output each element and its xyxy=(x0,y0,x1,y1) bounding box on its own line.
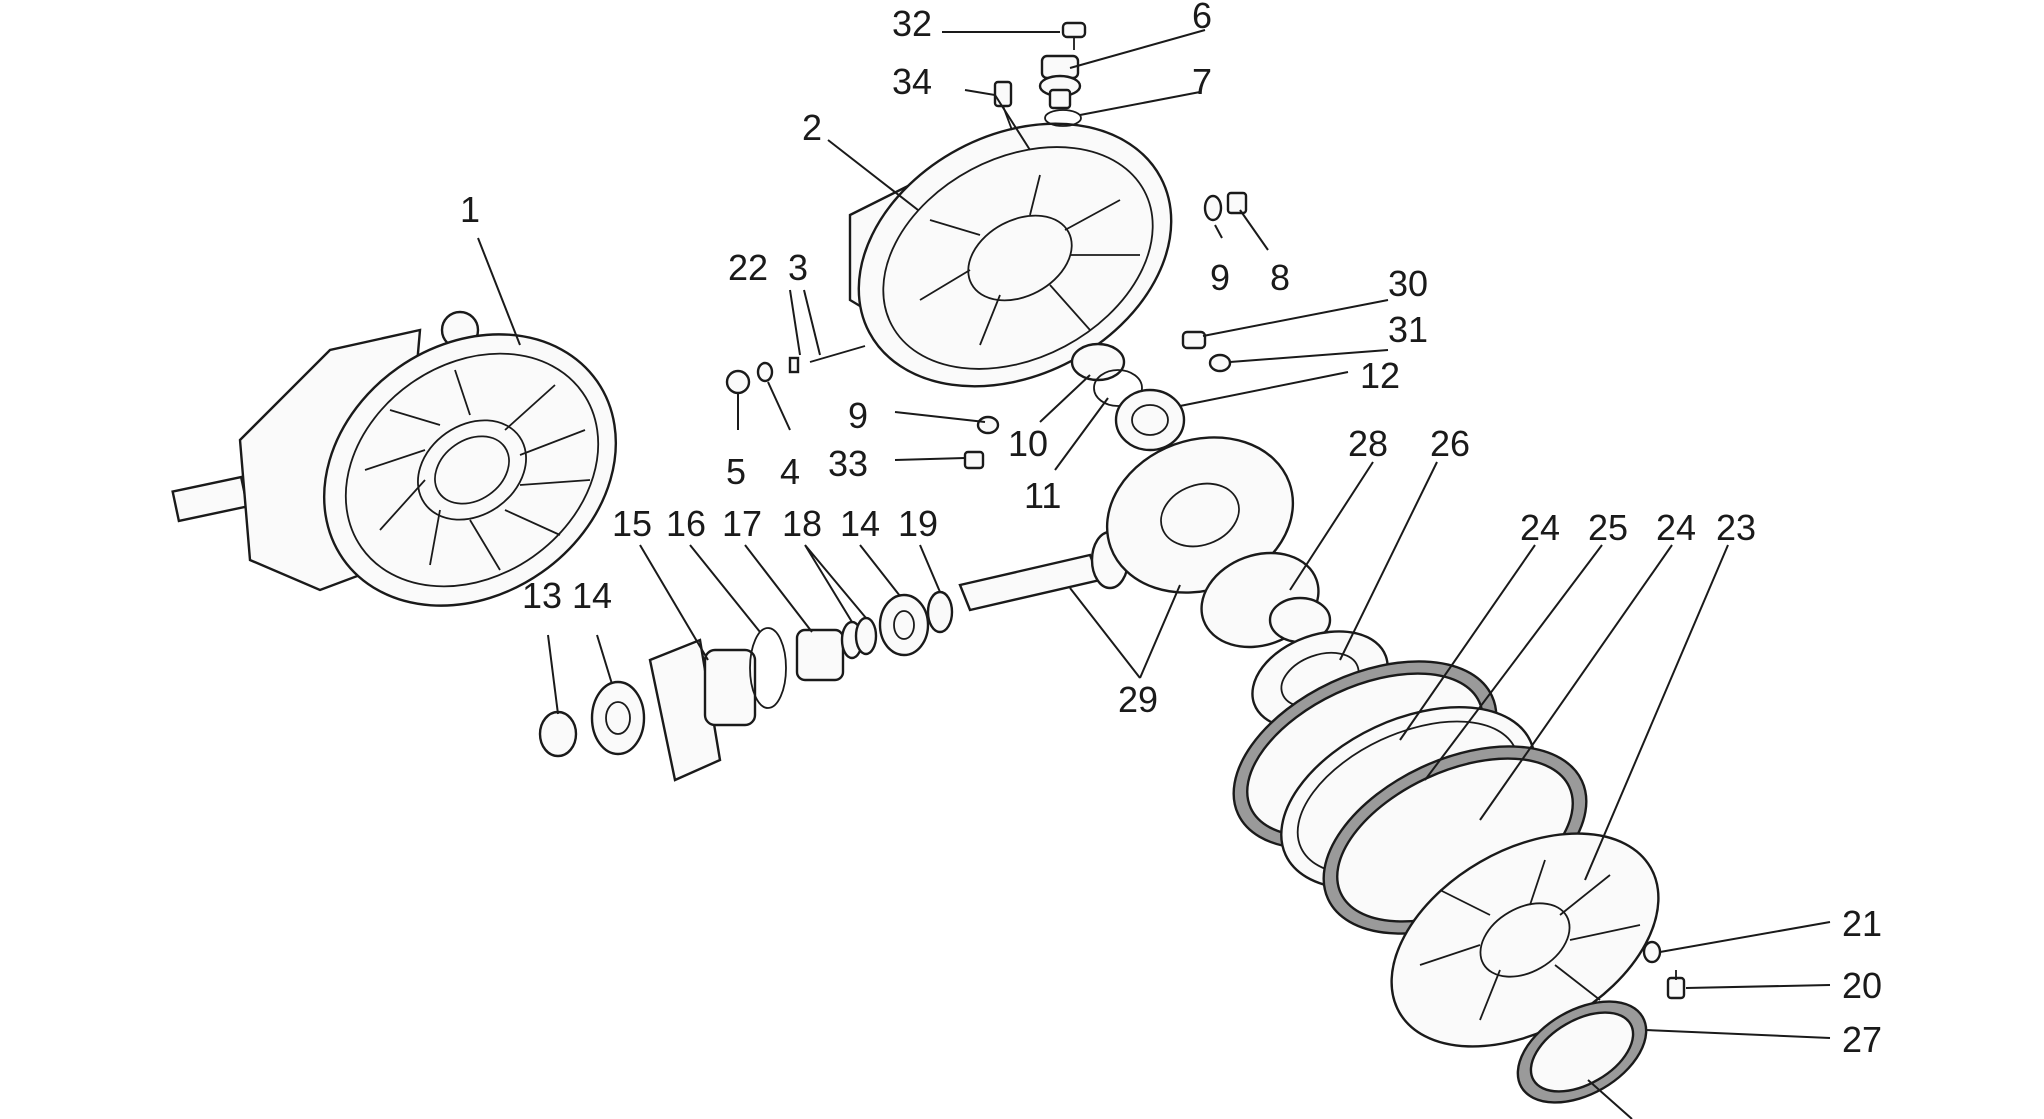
part-9-washer-bottom xyxy=(976,415,1000,435)
part-10-seal xyxy=(1070,342,1126,382)
callout-14-bottom: 14 xyxy=(572,575,612,616)
callout-15: 15 xyxy=(612,503,652,544)
part-7-washer xyxy=(1044,109,1082,127)
callout-26: 26 xyxy=(1430,423,1470,464)
part-28-carrier xyxy=(1200,551,1332,649)
callout-33: 33 xyxy=(828,443,868,484)
callout-7: 7 xyxy=(1192,61,1212,102)
part-1-housing xyxy=(171,310,618,607)
callout-25: 25 xyxy=(1588,507,1628,548)
part-3-rod xyxy=(809,345,866,363)
callout-18: 18 xyxy=(782,503,822,544)
part-34-stud xyxy=(993,80,1013,131)
callout-2: 2 xyxy=(802,107,822,148)
callout-13: 13 xyxy=(522,575,562,616)
callout-5: 5 xyxy=(726,451,746,492)
part-12-bearing xyxy=(1114,388,1186,452)
part-30-screw xyxy=(1181,330,1207,350)
callout-20: 20 xyxy=(1842,965,1882,1006)
callout-12: 12 xyxy=(1360,355,1400,396)
part-32-screw xyxy=(1061,21,1087,50)
part-33-bolt xyxy=(963,450,985,470)
part-9-washer-top xyxy=(1203,194,1223,222)
part-4-washer xyxy=(756,361,774,383)
callout-9-bottom: 9 xyxy=(848,395,868,436)
part-6-breather xyxy=(1038,54,1082,110)
leader-lines xyxy=(477,29,1831,1119)
callout-22: 22 xyxy=(728,247,768,288)
callout-9-top: 9 xyxy=(1210,257,1230,298)
callout-6: 6 xyxy=(1192,0,1212,36)
part-20-bolt xyxy=(1666,970,1686,1000)
part-14-bearing-right xyxy=(878,593,930,657)
callout-21: 21 xyxy=(1842,903,1882,944)
part-19-ring xyxy=(926,590,954,634)
callout-16: 16 xyxy=(666,503,706,544)
callout-3: 3 xyxy=(788,247,808,288)
part-17-spacer xyxy=(795,628,845,682)
callout-34: 34 xyxy=(892,61,932,102)
callout-24-second: 24 xyxy=(1656,507,1696,548)
callout-23: 23 xyxy=(1716,507,1756,548)
callout-27: 27 xyxy=(1842,1019,1882,1060)
callout-30: 30 xyxy=(1388,263,1428,304)
callout-11: 11 xyxy=(1024,475,1061,516)
callout-28: 28 xyxy=(1348,423,1388,464)
part-18-shims xyxy=(840,616,878,660)
callout-32: 32 xyxy=(892,3,932,44)
callout-24-first: 24 xyxy=(1520,507,1560,548)
callout-14-top: 14 xyxy=(840,503,880,544)
part-16-oring xyxy=(749,627,787,709)
callout-1: 1 xyxy=(460,189,480,230)
part-13-nut xyxy=(538,710,578,758)
part-31-washer xyxy=(1208,353,1232,373)
callout-4: 4 xyxy=(780,451,800,492)
part-22-pin xyxy=(788,356,800,374)
callout-10: 10 xyxy=(1008,423,1048,464)
callout-19: 19 xyxy=(898,503,938,544)
part-5-nut xyxy=(725,369,751,395)
callout-31: 31 xyxy=(1388,309,1428,350)
part-8-plug xyxy=(1226,191,1248,215)
part-21-washer xyxy=(1642,940,1662,964)
callout-labels: 32 6 34 7 2 1 9 8 22 3 30 31 12 9 10 5 4… xyxy=(460,0,1882,1060)
part-27-seal xyxy=(1516,1000,1648,1104)
callout-8: 8 xyxy=(1270,257,1290,298)
part-15-flange xyxy=(648,638,757,782)
callout-17: 17 xyxy=(722,503,762,544)
part-11-circlip xyxy=(1093,369,1143,407)
callout-29: 29 xyxy=(1118,679,1158,720)
part-14-bearing-left xyxy=(590,680,646,756)
